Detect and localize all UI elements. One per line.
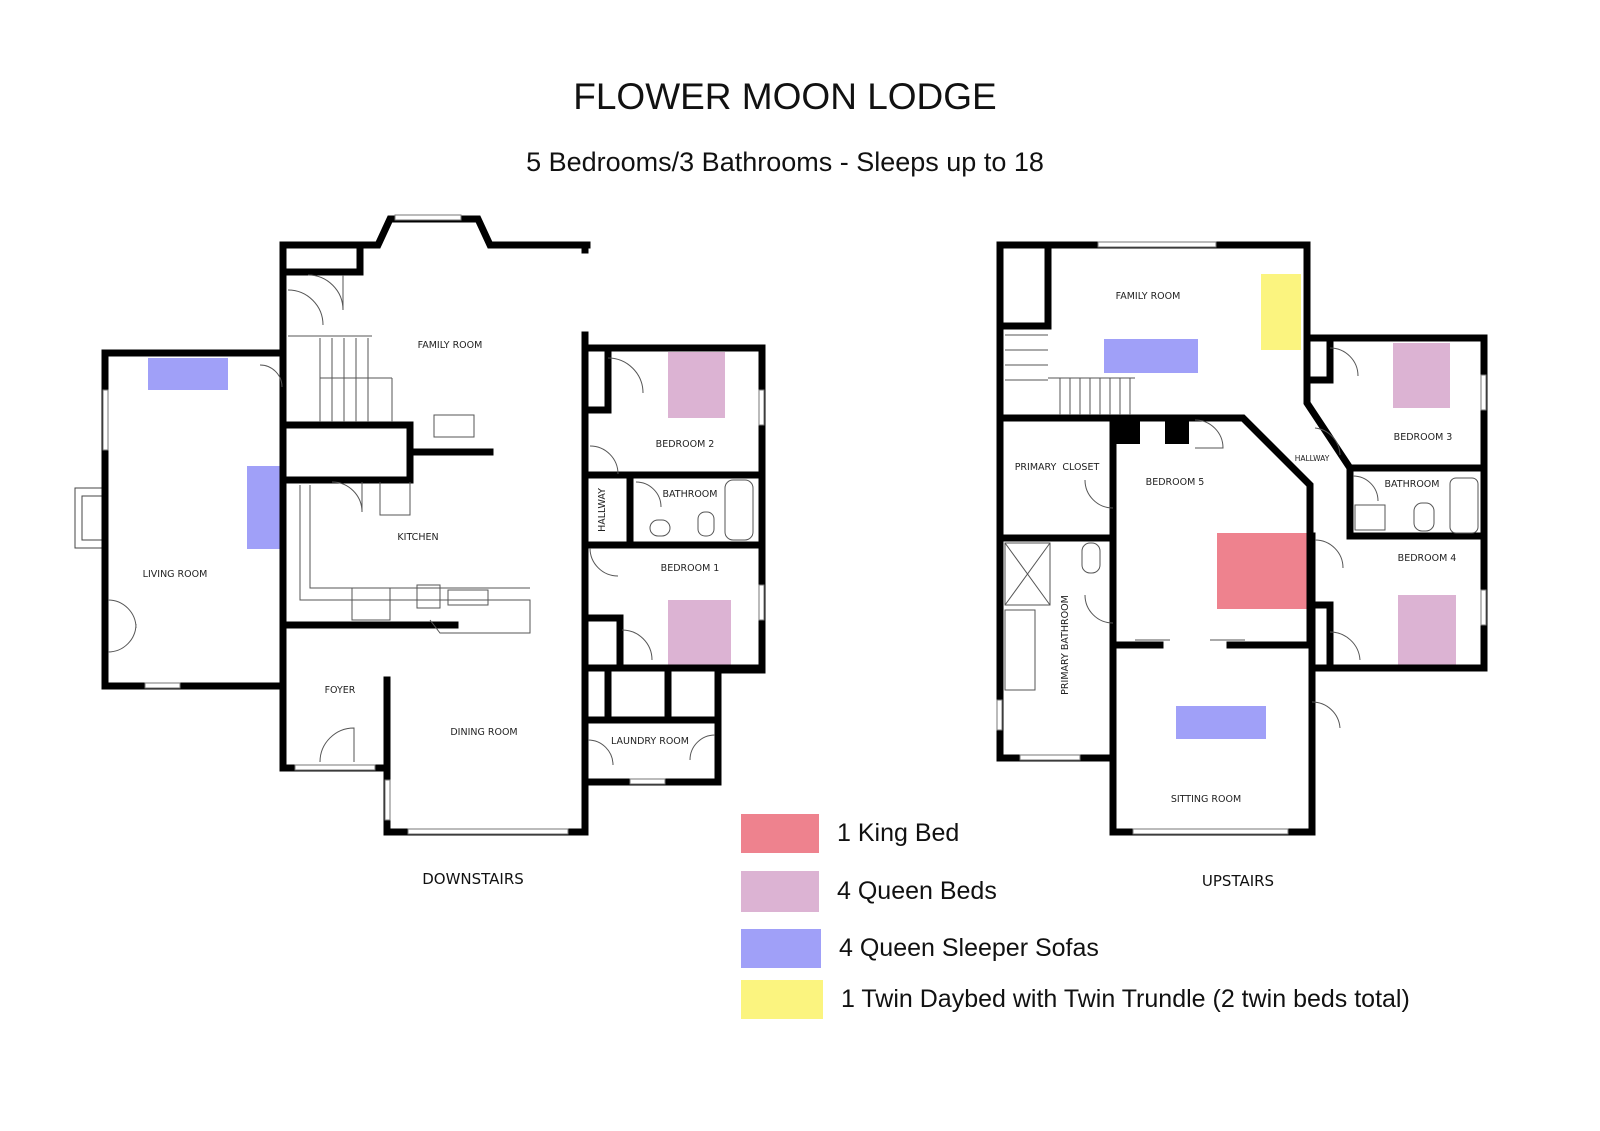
- king-bed-bedroom-5: [1217, 533, 1309, 609]
- room-label-kitchen: KITCHEN: [397, 532, 438, 543]
- room-label-upstairs-family-room: FAMILY ROOM: [1116, 291, 1181, 302]
- legend-item-queen-beds: 4 Queen Beds: [741, 871, 997, 912]
- interior-walls: [279, 241, 764, 724]
- doors: [107, 274, 754, 766]
- column: [1165, 420, 1189, 444]
- sleeper-sofa-sitting-room: [1176, 706, 1266, 739]
- twin-daybed-family-room: [1261, 274, 1301, 350]
- sleeper-sofa-living-top: [148, 358, 228, 390]
- column: [1116, 420, 1140, 444]
- upstairs-interior-walls: [996, 244, 1488, 836]
- room-label-hallway: HALLWAY: [597, 488, 608, 532]
- staircase: [288, 335, 393, 422]
- queen-bed-bedroom-4: [1398, 595, 1456, 665]
- room-label-bedroom-2: BEDROOM 2: [656, 439, 715, 450]
- room-label-primary-closet: PRIMARY CLOSET: [1015, 462, 1100, 473]
- floor-label-downstairs: DOWNSTAIRS: [422, 870, 524, 888]
- page-subtitle: 5 Bedrooms/3 Bathrooms - Sleeps up to 18: [526, 147, 1044, 177]
- legend-item-king-bed: 1 King Bed: [741, 814, 959, 853]
- room-label-foyer: FOYER: [325, 685, 356, 696]
- sleeper-sofa-family-room: [1104, 339, 1198, 373]
- legend-item-sleeper-sofas: 4 Queen Sleeper Sofas: [741, 929, 1099, 968]
- legend-swatch-sofa: [741, 929, 821, 968]
- downstairs-plan: FAMILY ROOM LIVING ROOM KITCHEN FOYER DI…: [74, 214, 766, 888]
- legend-swatch-daybed: [741, 980, 823, 1019]
- legend-swatch-king: [741, 814, 819, 853]
- floor-label-upstairs: UPSTAIRS: [1202, 872, 1274, 890]
- room-label-bedroom-1: BEDROOM 1: [661, 563, 720, 574]
- kitchen-counters: [299, 414, 531, 634]
- legend-swatch-queen: [741, 871, 819, 912]
- queen-bed-bedroom-1: [668, 600, 731, 668]
- living-room-walls: [101, 349, 287, 690]
- upstairs-plan: FAMILY ROOM PRIMARY CLOSET BEDROOM 5 HAL…: [996, 241, 1488, 890]
- room-label-primary-bathroom: PRIMARY BATHROOM: [1060, 595, 1071, 695]
- room-label-sitting-room: SITTING ROOM: [1171, 794, 1241, 805]
- room-label-upstairs-hallway: HALLWAY: [1295, 454, 1330, 463]
- room-label-bathroom: BATHROOM: [663, 489, 718, 500]
- room-label-laundry-room: LAUNDRY ROOM: [611, 736, 689, 747]
- room-label-bedroom-4: BEDROOM 4: [1398, 553, 1457, 564]
- legend-item-twin-daybed: 1 Twin Daybed with Twin Trundle (2 twin …: [741, 980, 1410, 1019]
- queen-bed-bedroom-2: [668, 352, 725, 418]
- room-label-dining-room: DINING ROOM: [450, 727, 517, 738]
- upstairs-fixtures-doors: [1004, 347, 1479, 729]
- room-label-bedroom-3: BEDROOM 3: [1394, 432, 1453, 443]
- legend-label: 1 Twin Daybed with Twin Trundle (2 twin …: [841, 985, 1410, 1013]
- page-title: FLOWER MOON LODGE: [573, 76, 997, 117]
- sleeper-sofa-living-side: [247, 466, 280, 549]
- room-label-upstairs-bathroom: BATHROOM: [1385, 479, 1440, 490]
- queen-bed-bedroom-3: [1393, 343, 1450, 408]
- legend-label: 4 Queen Sleeper Sofas: [839, 934, 1099, 962]
- room-label-family-room: FAMILY ROOM: [418, 340, 483, 351]
- legend-label: 1 King Bed: [837, 819, 960, 847]
- legend-label: 4 Queen Beds: [837, 877, 997, 905]
- room-label-bedroom-5: BEDROOM 5: [1146, 477, 1205, 488]
- room-label-living-room: LIVING ROOM: [143, 569, 208, 580]
